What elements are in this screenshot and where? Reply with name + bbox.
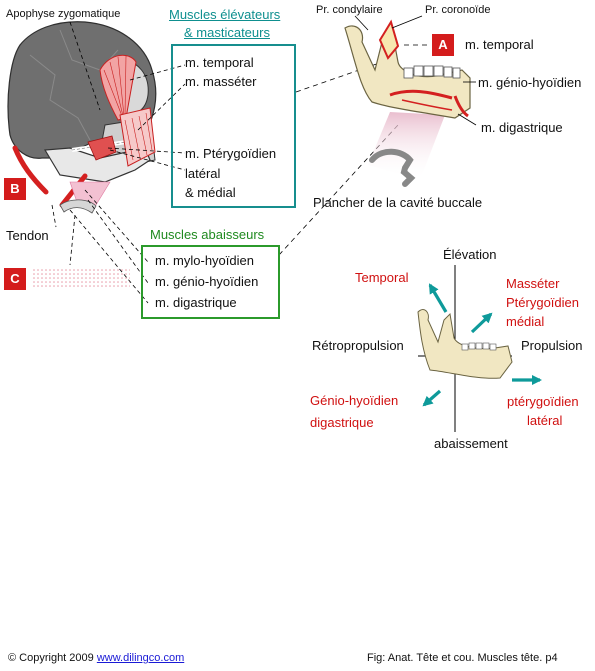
figure-caption: Fig: Anat. Tête et cou. Muscles tête. p4 bbox=[367, 652, 558, 664]
movement-pterygoid-lateral-2: latéral bbox=[527, 413, 563, 428]
mouth-floor-arc bbox=[369, 148, 416, 187]
mouth-floor-label: Plancher de la cavité buccale bbox=[313, 195, 483, 210]
zygomatic-label: Apophyse zygomatique bbox=[6, 8, 121, 20]
elevators-title-2: & masticateurs bbox=[184, 25, 270, 40]
coronoid-label: Pr. coronoïde bbox=[425, 4, 491, 16]
site-link[interactable]: www.dilingco.com bbox=[96, 652, 185, 664]
tendon-label: Tendon bbox=[6, 228, 49, 243]
mandible-digastric-label: m. digastrique bbox=[481, 120, 563, 135]
movement-pterygoid-lateral-1: ptérygoïdien bbox=[507, 394, 579, 409]
depressor-item-mylohyoid: m. mylo-hyoïdien bbox=[155, 253, 254, 268]
depressor-item-geniohyoid: m. génio-hyoïdien bbox=[155, 274, 259, 289]
badge-b: B bbox=[4, 178, 26, 200]
elevator-item-masseter: m. masséter bbox=[185, 74, 257, 89]
movement-pterygoid-medial-2: médial bbox=[506, 314, 545, 329]
retropulsion-label: Rétropropulsion bbox=[312, 338, 404, 353]
lowering-label: abaissement bbox=[434, 436, 508, 451]
skull-illustration bbox=[7, 21, 157, 214]
mandible-temporal-label: m. temporal bbox=[465, 37, 534, 52]
depressors-title: Muscles abaisseurs bbox=[150, 227, 265, 242]
condylar-label: Pr. condylaire bbox=[316, 4, 383, 16]
badge-a: A bbox=[432, 34, 454, 56]
elevator-item-medial: & médial bbox=[185, 185, 236, 200]
movement-temporal: Temporal bbox=[355, 270, 409, 285]
dotted-region-c bbox=[32, 267, 130, 289]
elevator-item-temporal: m. temporal bbox=[185, 55, 254, 70]
movement-digastric: digastrique bbox=[310, 415, 374, 430]
movement-masseter: Masséter bbox=[506, 276, 560, 291]
mandible-illustration bbox=[344, 19, 471, 187]
copyright-text: Copyright 2009 bbox=[16, 652, 97, 664]
elevators-title-1: Muscles élévateurs bbox=[169, 7, 281, 22]
elevator-item-pterygoid: m. Ptérygoïdien bbox=[185, 146, 277, 161]
movement-pterygoid-medial-1: Ptérygoïdien bbox=[506, 295, 579, 310]
depressor-item-digastric: m. digastrique bbox=[155, 295, 237, 310]
copyright-symbol: © bbox=[8, 652, 17, 664]
propulsion-label: Propulsion bbox=[521, 338, 583, 353]
movement-arrows bbox=[422, 283, 543, 407]
copyright: © Copyright 2009 www.dilingco.com bbox=[8, 652, 184, 664]
elevator-item-lateral: latéral bbox=[185, 166, 221, 181]
small-mandible bbox=[417, 309, 513, 379]
elevation-label: Élévation bbox=[443, 247, 497, 262]
depressors-box: m. mylo-hyoïdien m. génio-hyoïdien m. di… bbox=[141, 245, 280, 319]
mandible-geniohyoid-label: m. génio-hyoïdien bbox=[478, 75, 582, 90]
badge-c: C bbox=[4, 268, 26, 290]
movement-geniohyoid: Génio-hyoïdien bbox=[310, 393, 399, 408]
elevators-box: m. temporal m. masséter m. Ptérygoïdien … bbox=[171, 44, 296, 208]
